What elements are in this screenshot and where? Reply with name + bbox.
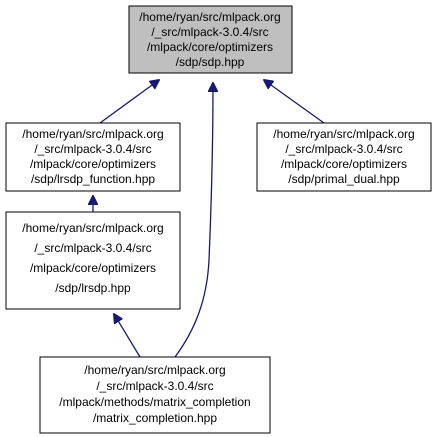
edges [93, 80, 325, 358]
edge-matrix-completion-to-lrsdp [114, 314, 141, 358]
node-sdp-hpp-line-1: /home/ryan/src/mlpack.org [139, 10, 280, 24]
edge-primal-dual-to-sdp [264, 80, 325, 124]
node-lrsdp-function-hpp-line-2: /_src/mlpack-3.0.4/src [34, 142, 151, 156]
node-lrsdp-hpp-line-4: /sdp/lrsdp.hpp [55, 281, 131, 295]
node-sdp-hpp-line-3: /mlpack/core/optimizers [147, 40, 273, 54]
node-primal-dual-hpp-line-3: /mlpack/core/optimizers [281, 157, 407, 171]
node-lrsdp-function-hpp-line-4: /sdp/lrsdp_function.hpp [31, 172, 155, 186]
node-lrsdp-function-hpp-line-3: /mlpack/core/optimizers [30, 157, 156, 171]
node-lrsdp-hpp-line-3: /mlpack/core/optimizers [30, 261, 156, 275]
node-sdp-hpp-line-2: /_src/mlpack-3.0.4/src [151, 25, 268, 39]
node-matrix-completion-hpp-line-1: /home/ryan/src/mlpack.org [84, 363, 225, 377]
node-primal-dual-hpp-line-2: /_src/mlpack-3.0.4/src [285, 142, 402, 156]
node-lrsdp-hpp-line-2: /_src/mlpack-3.0.4/src [34, 241, 151, 255]
node-lrsdp-function-hpp[interactable]: /home/ryan/src/mlpack.org /_src/mlpack-3… [5, 122, 181, 192]
node-matrix-completion-hpp[interactable]: /home/ryan/src/mlpack.org /_src/mlpack-3… [39, 356, 271, 434]
edge-matrix-completion-to-sdp [174, 83, 213, 358]
node-primal-dual-hpp[interactable]: /home/ryan/src/mlpack.org /_src/mlpack-3… [256, 122, 432, 192]
edge-lrsdp-function-to-sdp [99, 80, 159, 124]
node-sdp-hpp-line-4: /sdp/sdp.hpp [176, 55, 245, 69]
node-primal-dual-hpp-line-4: /sdp/primal_dual.hpp [288, 172, 400, 186]
node-lrsdp-hpp[interactable]: /home/ryan/src/mlpack.org /_src/mlpack-3… [5, 211, 181, 310]
node-sdp-hpp[interactable]: /home/ryan/src/mlpack.org /_src/mlpack-3… [128, 5, 293, 74]
node-primal-dual-hpp-line-1: /home/ryan/src/mlpack.org [273, 127, 414, 141]
node-lrsdp-hpp-line-1: /home/ryan/src/mlpack.org [22, 221, 163, 235]
node-lrsdp-function-hpp-line-1: /home/ryan/src/mlpack.org [22, 127, 163, 141]
node-matrix-completion-hpp-line-3: /mlpack/methods/matrix_completion [59, 395, 250, 409]
node-matrix-completion-hpp-line-2: /_src/mlpack-3.0.4/src [96, 379, 213, 393]
node-matrix-completion-hpp-line-4: /matrix_completion.hpp [93, 411, 217, 425]
